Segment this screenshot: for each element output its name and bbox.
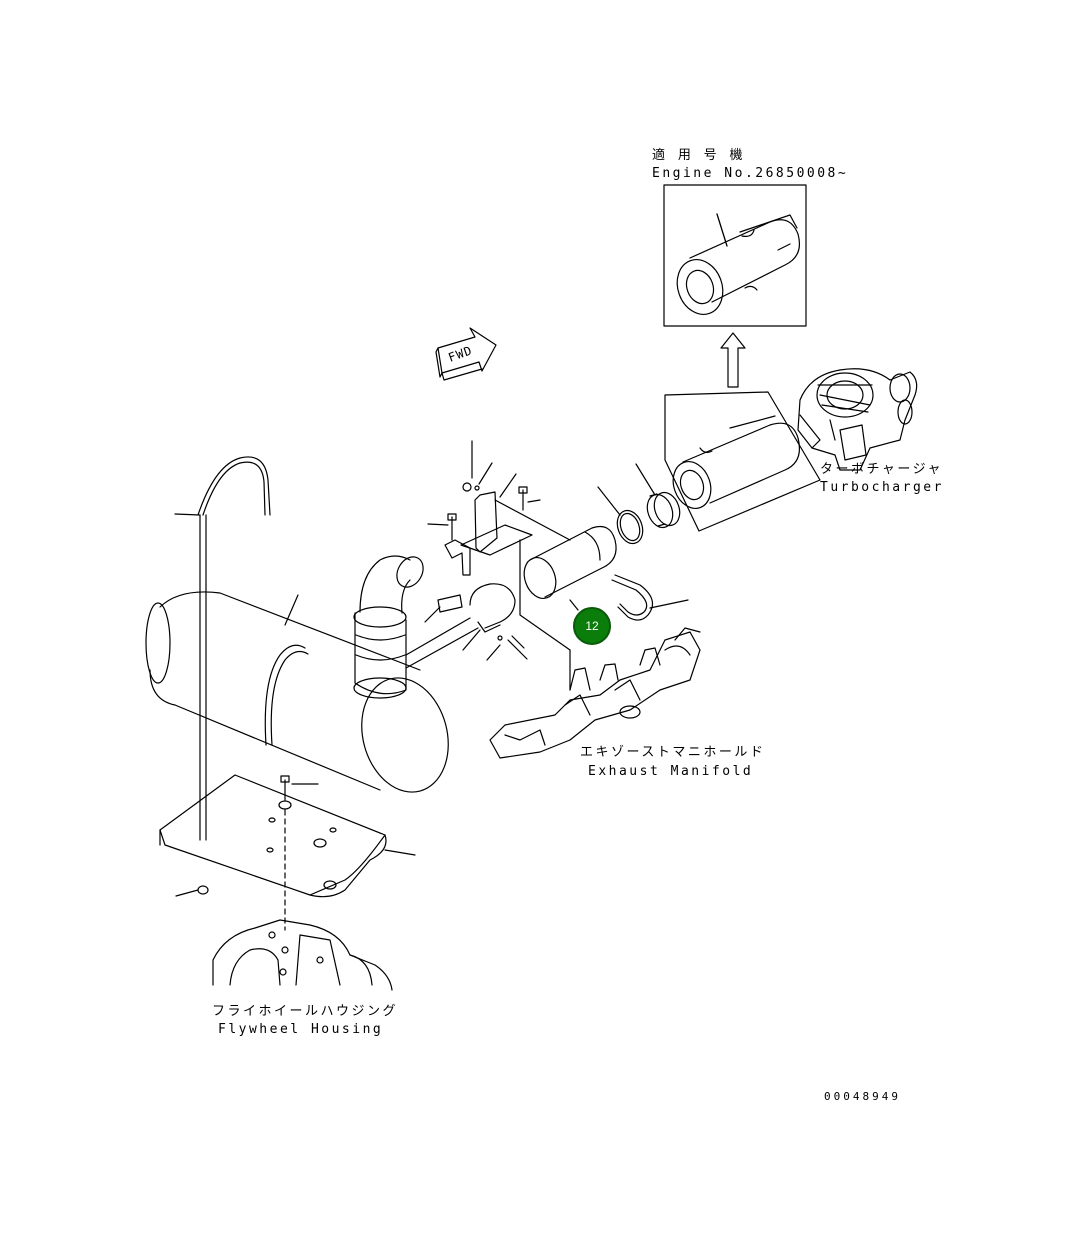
inset-detail-box (664, 185, 806, 326)
exhaust-manifold (490, 628, 700, 758)
fwd-arrow-icon (436, 328, 496, 380)
flywheel-housing (213, 920, 392, 990)
bracket (445, 483, 570, 650)
seal-ring (613, 507, 647, 547)
manifold-en-label: Exhaust Manifold (588, 764, 754, 779)
drawing-number: 00048949 (824, 1090, 901, 1103)
u-bolt (612, 575, 653, 620)
flywheel-en-label: Flywheel Housing (218, 1022, 384, 1037)
turbo-pipe-box (665, 392, 820, 531)
flywheel-jp-label: フライホイールハウジング (212, 1004, 399, 1019)
exhaust-tube (519, 527, 616, 603)
cover-plate (160, 775, 386, 930)
up-arrow (721, 333, 745, 387)
turbocharger-drawing (798, 369, 917, 470)
clamp-ring (643, 489, 684, 531)
turbocharger-jp-label: ターボチャージャ (820, 462, 943, 477)
manifold-jp-label: エキゾーストマニホールド (580, 745, 766, 760)
applicable-jp-label: 適 用 号 機 (652, 148, 745, 163)
callout-number: 12 (585, 619, 599, 633)
elbow-clamp (438, 584, 524, 652)
part-callout-12[interactable]: 12 (573, 607, 611, 645)
leader-lines (175, 214, 727, 896)
strap (198, 457, 308, 840)
applicable-en-label: Engine No.26850008~ (652, 166, 849, 181)
turbocharger-en-label: Turbocharger (820, 480, 944, 495)
muffler (146, 552, 478, 802)
